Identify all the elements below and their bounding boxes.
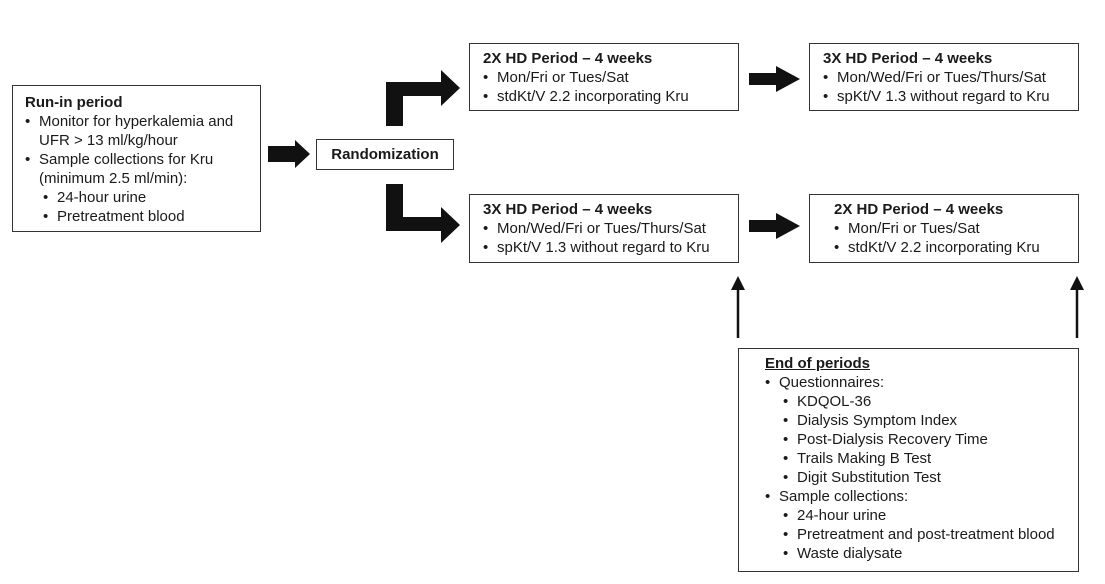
top-period1-list: Mon/Fri or Tues/Sat stdKt/V 2.2 incorpor…	[483, 68, 730, 106]
questionnaire-item: Dialysis Symptom Index	[783, 411, 1074, 430]
top-period2-box: 3X HD Period – 4 weeks Mon/Wed/Fri or Tu…	[809, 43, 1079, 111]
sample-collections-list: 24-hour urine Pretreatment and post-trea…	[765, 506, 1074, 563]
bottom-period2-schedule: Mon/Fri or Tues/Sat	[834, 219, 1070, 238]
arrow-randomization-to-bottom	[386, 184, 460, 243]
runin-item-monitor: Monitor for hyperkalemia and UFR > 13 ml…	[25, 112, 252, 150]
top-period1-title: 2X HD Period – 4 weeks	[483, 50, 653, 67]
end-list: Questionnaires:	[765, 373, 1074, 392]
bottom-period1-title: 3X HD Period – 4 weeks	[483, 201, 653, 218]
sample-item: Waste dialysate	[783, 544, 1074, 563]
runin-item-samples: Sample collections for Kru (minimum 2.5 …	[25, 150, 252, 188]
arrow-randomization-to-top	[386, 70, 460, 126]
arrowhead-end-to-bottom-period1	[731, 276, 745, 290]
runin-list: Monitor for hyperkalemia and UFR > 13 ml…	[25, 112, 252, 188]
bottom-period1-target: spKt/V 1.3 without regard to Kru	[483, 238, 730, 257]
sample-collections-label: Sample collections:	[765, 487, 1074, 506]
arrow-runin-to-randomization	[268, 140, 310, 168]
questionnaires-label: Questionnaires:	[765, 373, 1074, 392]
top-period1-schedule: Mon/Fri or Tues/Sat	[483, 68, 730, 87]
top-period2-title: 3X HD Period – 4 weeks	[823, 50, 993, 67]
end-of-periods-box: End of periods Questionnaires: KDQOL-36 …	[738, 348, 1079, 572]
runin-sub-list: 24-hour urine Pretreatment blood	[25, 188, 252, 226]
top-period2-list: Mon/Wed/Fri or Tues/Thurs/Sat spKt/V 1.3…	[823, 68, 1070, 106]
runin-box: Run-in period Monitor for hyperkalemia a…	[12, 85, 261, 232]
arrow-top-period1-to-period2	[749, 66, 800, 92]
bottom-period1-box: 3X HD Period – 4 weeks Mon/Wed/Fri or Tu…	[469, 194, 739, 263]
arrowhead-end-to-bottom-period2	[1070, 276, 1084, 290]
bottom-period2-box: 2X HD Period – 4 weeks Mon/Fri or Tues/S…	[809, 194, 1079, 263]
randomization-label: Randomization	[331, 146, 439, 163]
runin-sub-urine: 24-hour urine	[43, 188, 252, 207]
questionnaires-list: KDQOL-36 Dialysis Symptom Index Post-Dia…	[765, 392, 1074, 487]
top-period2-target: spKt/V 1.3 without regard to Kru	[823, 87, 1070, 106]
bottom-period1-list: Mon/Wed/Fri or Tues/Thurs/Sat spKt/V 1.3…	[483, 219, 730, 257]
top-period1-box: 2X HD Period – 4 weeks Mon/Fri or Tues/S…	[469, 43, 739, 111]
runin-sub-blood: Pretreatment blood	[43, 207, 252, 226]
bottom-period2-target: stdKt/V 2.2 incorporating Kru	[834, 238, 1070, 257]
bottom-period2-list: Mon/Fri or Tues/Sat stdKt/V 2.2 incorpor…	[834, 219, 1070, 257]
arrow-bottom-period1-to-period2	[749, 213, 800, 239]
top-period2-schedule: Mon/Wed/Fri or Tues/Thurs/Sat	[823, 68, 1070, 87]
questionnaire-item: Trails Making B Test	[783, 449, 1074, 468]
bottom-period2-title: 2X HD Period – 4 weeks	[834, 201, 1004, 218]
questionnaire-item: KDQOL-36	[783, 392, 1074, 411]
bottom-period1-schedule: Mon/Wed/Fri or Tues/Thurs/Sat	[483, 219, 730, 238]
randomization-box: Randomization	[316, 139, 454, 170]
questionnaire-item: Digit Substitution Test	[783, 468, 1074, 487]
sample-item: Pretreatment and post-treatment blood	[783, 525, 1074, 544]
runin-title: Run-in period	[25, 94, 123, 111]
questionnaire-item: Post-Dialysis Recovery Time	[783, 430, 1074, 449]
top-period1-target: stdKt/V 2.2 incorporating Kru	[483, 87, 730, 106]
end-list-samples: Sample collections:	[765, 487, 1074, 506]
sample-item: 24-hour urine	[783, 506, 1074, 525]
end-of-periods-title: End of periods	[765, 355, 870, 372]
